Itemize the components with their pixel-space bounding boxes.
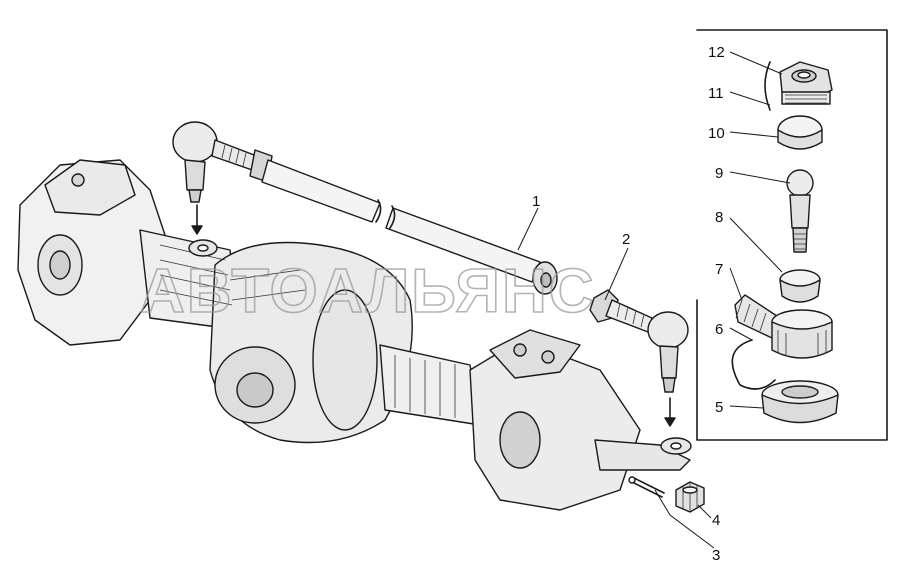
dust-cap: [779, 61, 833, 101]
callout-labels: 1 2 3 4 5 6 7 8 9 10 11 12: [532, 44, 725, 564]
base-cover: [761, 380, 839, 424]
watermark-text: АВТОАЛЬЯНС: [140, 257, 596, 326]
callout-1: 1: [532, 193, 540, 210]
callout-12: 12: [708, 44, 725, 61]
ball-stud: [786, 169, 814, 253]
cotter-pin: [628, 476, 665, 498]
callout-10: 10: [708, 125, 725, 142]
callout-6: 6: [715, 321, 723, 338]
retaining-ring: [764, 61, 831, 111]
callout-8: 8: [715, 209, 723, 226]
callout-2: 2: [622, 231, 630, 248]
tie-rod-end: [589, 289, 692, 455]
bearing-cup: [777, 115, 823, 150]
socket-housing: [734, 294, 833, 359]
axle-housing: [17, 159, 691, 511]
callout-9: 9: [715, 165, 723, 182]
callout-3: 3: [712, 547, 720, 564]
callout-5: 5: [715, 399, 723, 416]
callout-7: 7: [715, 261, 723, 278]
callout-4: 4: [712, 512, 720, 529]
lock-ring: [731, 339, 776, 390]
tie-rod: [172, 121, 558, 295]
bearing-insert: [779, 269, 821, 303]
ball-joint-inset-frame: [696, 29, 888, 441]
castle-nut: [675, 481, 705, 513]
leader-lines: [517, 51, 791, 549]
callout-11: 11: [708, 85, 724, 102]
